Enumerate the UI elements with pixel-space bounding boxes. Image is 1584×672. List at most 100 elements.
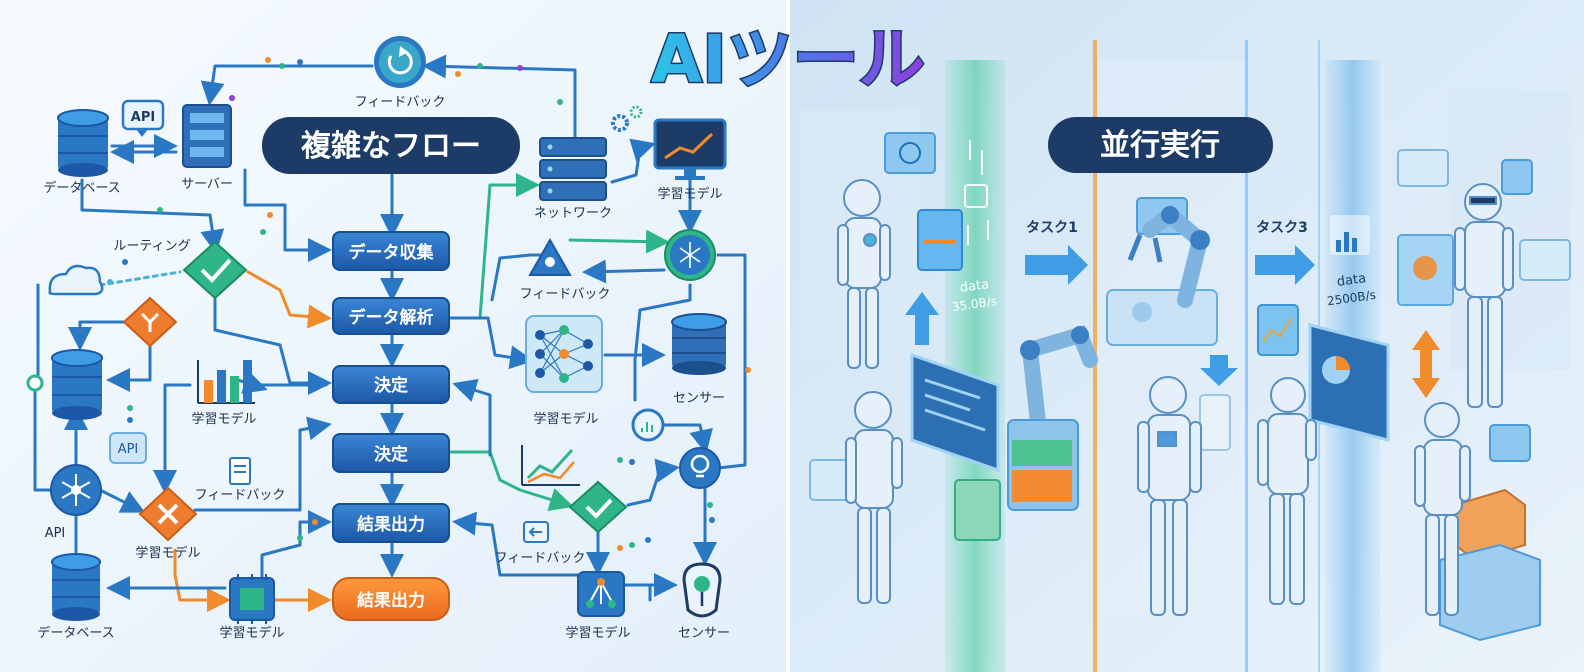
task-arrows <box>905 245 1440 398</box>
refresh-icon <box>374 36 426 88</box>
label-model-x: 学習モデル <box>135 545 200 561</box>
panel-divider <box>786 0 790 672</box>
decor-dot <box>122 259 128 265</box>
cargo-boxes <box>1439 488 1541 642</box>
monitor-right <box>1308 323 1390 442</box>
robot-center <box>1137 376 1202 616</box>
database-icon-mid <box>51 349 103 420</box>
label-model-tree: 学習モデル <box>565 625 630 641</box>
stream-right-label: data <box>1336 271 1367 290</box>
sensor-icon-bottom <box>682 562 722 618</box>
task-left-label: タスク1 <box>1026 220 1078 236</box>
label-feedback-low: フィードバック <box>495 551 586 566</box>
decor-dot <box>707 502 713 508</box>
orange-diamond-icon <box>122 296 178 348</box>
flow-step-2[interactable]: データ解析 <box>332 297 450 335</box>
label-sensor-bottom: センサー <box>678 626 730 641</box>
monitor-icon <box>653 118 727 180</box>
gear-icon <box>611 105 643 132</box>
robot-top-right <box>1454 183 1514 408</box>
decor-dot <box>260 229 266 235</box>
decor-dot <box>617 457 623 463</box>
flow-step-6-label: 結果出力 <box>357 590 425 611</box>
label-feedback-top: フィードバック <box>355 95 446 110</box>
flow-step-3[interactable]: 決定 <box>332 365 450 404</box>
flow-step-6[interactable]: 結果出力 <box>332 577 450 621</box>
flow-step-1[interactable]: データ収集 <box>332 231 450 271</box>
api-bubble-icon <box>121 99 165 137</box>
label-model-chart: 学習モデル <box>191 411 256 427</box>
flow-step-4-label: 決定 <box>374 444 408 465</box>
label-api-top: API <box>131 110 155 125</box>
label-network: ネットワーク <box>534 206 612 221</box>
flow-step-3-label: 決定 <box>374 375 408 396</box>
flow-step-5[interactable]: 結果出力 <box>332 503 450 543</box>
floating-ui-cards <box>809 132 1571 541</box>
decor-dot <box>709 517 715 523</box>
decor-dot <box>267 212 273 218</box>
api-hub-icon <box>50 464 102 516</box>
brain-node-icon <box>664 229 716 281</box>
bar-chart-icon <box>197 360 255 404</box>
stream-left-rate: 35.0B/s <box>951 294 998 314</box>
label-model-monitor: 学習モデル <box>657 186 722 202</box>
decor-dot <box>297 535 303 541</box>
lightbulb-icon <box>679 447 721 489</box>
label-sensor-top: センサー <box>673 391 725 406</box>
check-diamond-icon-bottom <box>568 480 628 534</box>
right-heading-pill <box>1048 117 1273 173</box>
decor-dot <box>229 95 235 101</box>
label-api-bottom: API <box>45 526 66 541</box>
triangle-node-icon <box>528 237 572 276</box>
flow-step-2-label: データ解析 <box>349 307 434 328</box>
label-database-top: データベース <box>43 180 120 196</box>
chip-icon <box>229 574 275 624</box>
decor-dot <box>455 71 461 77</box>
decor-dot <box>517 65 523 71</box>
decor-dot <box>265 57 271 63</box>
decor-dot <box>557 99 563 105</box>
main-title: AIツール <box>651 21 925 98</box>
label-api-mid: API <box>118 442 139 457</box>
junction-node <box>26 374 44 392</box>
decor-dot <box>297 59 303 65</box>
decor-dot <box>477 63 483 69</box>
label-database-bottom: データベース <box>37 625 114 641</box>
right-scene: data 35.0B/s data 2500B/s <box>800 40 1571 672</box>
label-feedback-mid: フィードバック <box>520 287 611 302</box>
server-icon <box>182 104 232 168</box>
flow-step-1-label: データ収集 <box>349 242 435 263</box>
cloud-icon <box>48 264 104 296</box>
robot-bottom-left <box>845 391 903 604</box>
x-diamond-icon <box>138 486 198 542</box>
database-icon-bottom <box>51 553 101 621</box>
label-model-neural: 学習モデル <box>533 411 598 427</box>
line-chart-icon <box>521 445 580 486</box>
decor-dot <box>279 63 285 69</box>
left-icons <box>26 36 727 624</box>
flow-step-5-label: 結果出力 <box>357 514 425 535</box>
label-feedback-doc: フィードバック <box>195 488 286 503</box>
decor-dot <box>157 207 163 213</box>
network-server-icon <box>539 137 607 201</box>
flow-step-4[interactable]: 決定 <box>332 433 450 473</box>
robot-bottom-right <box>1414 402 1471 616</box>
database-icon-top <box>57 109 109 177</box>
decor-dot <box>127 405 133 411</box>
signal-node-icon <box>631 408 665 442</box>
label-routing: ルーティング <box>113 239 190 254</box>
left-heading: 複雑なフロー <box>301 129 481 164</box>
decor-dot <box>645 537 651 543</box>
check-diamond-icon <box>182 240 248 300</box>
robot-center-right <box>1257 377 1317 605</box>
tree-node-icon <box>577 571 625 617</box>
left-heading-pill <box>262 117 520 174</box>
label-model-chip: 学習モデル <box>219 625 284 641</box>
document-icon <box>229 457 251 485</box>
right-heading: 並行実行 <box>1100 128 1220 163</box>
decor-dot <box>312 519 318 525</box>
robotic-arm-center <box>1106 204 1218 346</box>
robotic-arm-left <box>1007 325 1098 511</box>
